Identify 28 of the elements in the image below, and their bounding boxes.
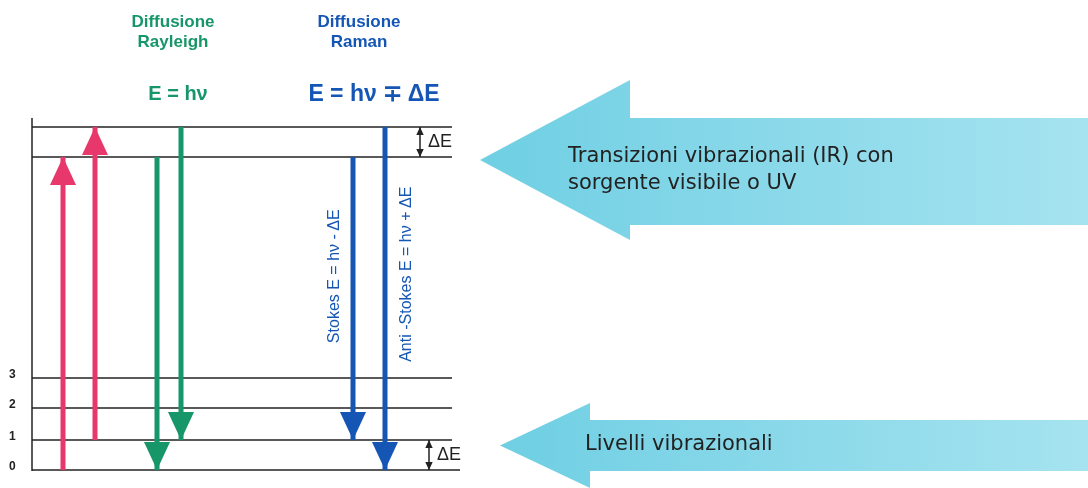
transition-arrow — [82, 127, 108, 440]
transition-arrow — [416, 126, 424, 158]
energy-level-line — [31, 407, 453, 409]
transition-label: Stokes E = hν - ΔE — [324, 209, 343, 343]
energy-formula: E = hν — [147, 82, 209, 105]
block-arrow — [500, 403, 1088, 488]
level-number: 0 — [9, 460, 16, 474]
energy-formula: E = hν ∓ ΔE — [307, 80, 441, 107]
level-number: 3 — [9, 368, 16, 382]
transition-arrow — [425, 439, 433, 471]
energy-level-line — [31, 156, 453, 158]
level-number: 2 — [9, 398, 16, 412]
block-arrow — [480, 80, 1088, 240]
energy-level-line — [31, 469, 461, 471]
scattering-title: Diffusione Raman — [316, 12, 402, 52]
transition-arrow — [372, 127, 398, 470]
transition-label: Anti -Stokes E = hν + ΔE — [397, 186, 416, 362]
transition-arrow — [144, 157, 170, 470]
transition-arrow — [340, 157, 366, 440]
energy-level-line — [31, 439, 453, 441]
scattering-title: Diffusione Rayleigh — [130, 12, 216, 52]
energy-level-line — [31, 126, 453, 128]
energy-level-line — [31, 377, 453, 379]
level-number: 1 — [9, 430, 16, 444]
transition-arrow — [50, 157, 76, 470]
node-text: Transizioni vibrazionali (IR) con sorgente visibile o UV — [568, 142, 895, 197]
node-text: Livelli vibrazionali — [585, 430, 774, 457]
transition-arrow — [168, 127, 194, 440]
